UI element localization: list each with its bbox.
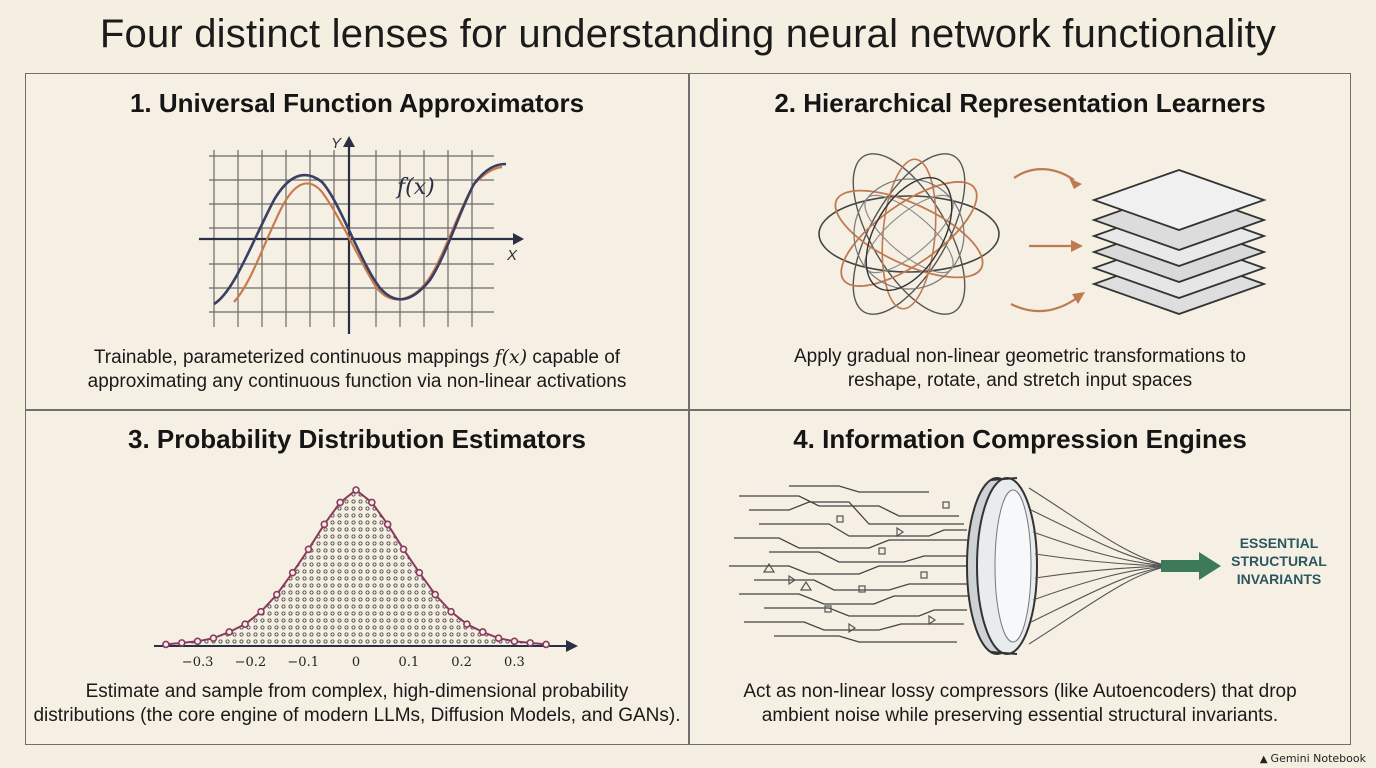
panel-function-approximators: 1. Universal Function Approximators Y X [26,74,688,409]
page-title: Four distinct lenses for understanding n… [99,12,1277,56]
distribution-point [336,498,344,507]
panel-3-description: Estimate and sample from complex, high-d… [26,680,688,728]
distribution-point [209,634,218,642]
distribution-x-axis-arrow-icon [566,640,578,652]
distribution-point [368,498,376,507]
distribution-point [352,486,360,494]
x-tick-label: −0.3 [182,655,214,670]
distribution-point [241,620,249,628]
stacked-layers-icon [1091,169,1267,315]
x-tick-label: 0.1 [398,655,419,670]
panel-1-desc-text-end: capable of [527,347,621,368]
distribution-point [447,607,455,616]
distribution-point [463,620,471,628]
function-graph: Y X f(x) [199,135,524,334]
x-tick-label: 0.2 [451,655,472,670]
x-axis-arrow-icon [513,233,524,245]
panel-2-desc-line1: Apply gradual non-linear geometric trans… [793,346,1246,367]
transform-arrows [1010,168,1078,313]
compression-illustration: ESSENTIAL STRUCTURAL INVARIANTS [729,477,1327,655]
noisy-input-lines [729,485,969,643]
grid-divider-horizontal [26,409,1350,411]
target-curve [213,162,507,306]
x-tick-label: 0 [352,655,360,670]
panel-4-description: Act as non-linear lossy compressors (lik… [689,680,1351,728]
x-axis-label: X [506,247,518,264]
invariants-label-line2: STRUCTURAL [1231,553,1327,569]
compressed-beam-lines [1028,487,1170,645]
manifold-illustration [818,153,1267,315]
distribution-point [383,520,392,529]
distribution-point [177,639,186,647]
distribution-point [415,568,424,577]
distribution-point [478,628,487,636]
distribution-area [165,490,547,646]
distribution-point [510,637,519,646]
distribution-point [273,590,281,599]
distribution-point [542,640,550,649]
y-axis-label: Y [331,135,342,152]
arrow-head-icon [1071,240,1083,252]
panel-distribution-estimators: 3. Probability Distribution Estimators −… [26,410,688,745]
x-tick-label: −0.2 [235,655,267,670]
lens-grid: 1. Universal Function Approximators Y X [25,73,1351,745]
panel-1-desc-math: f(x) [494,346,528,368]
distribution-point [193,637,202,646]
panel-2-desc-line2: reshape, rotate, and stretch input space… [847,370,1193,391]
distribution-point [399,545,408,554]
y-axis-arrow-icon [343,136,355,147]
panel-3-title: 3. Probability Distribution Estimators [128,424,586,454]
distribution-point [304,545,313,554]
panel-3-desc-line1: Estimate and sample from complex, high-d… [85,681,629,702]
notebook-logo-icon: ▲ [1259,754,1268,765]
panel-1-desc-line2: approximating any continuous function vi… [87,371,627,392]
lens-icon [966,477,1038,655]
distribution-point [162,640,170,649]
distribution-point [526,639,535,647]
panel-representation-learners: 2. Hierarchical Representation Learners [689,74,1351,409]
noise-symbols [762,501,950,634]
panel-4-desc-line1: Act as non-linear lossy compressors (lik… [743,681,1297,702]
distribution-point [431,590,440,599]
x-tick-label: 0.3 [504,655,525,670]
curve-label: f(x) [395,175,435,200]
panel-3-desc-line2: distributions (the core engine of modern… [33,705,681,726]
distribution-point [494,634,503,642]
panel-4-desc-line2: ambient noise while preserving essential… [761,705,1279,726]
panel-1-description: Trainable, parameterized continuous mapp… [26,345,688,394]
arrow-head-icon [1072,292,1085,304]
panel-1-desc-text: Trainable, parameterized continuous mapp… [93,347,495,368]
output-arrow-icon [1161,552,1221,580]
approximation-curve [233,165,503,303]
x-tick-label: −0.1 [287,655,319,670]
distribution-point [225,628,234,636]
panel-compression-engines: 4. Information Compression Engines [689,410,1351,745]
tangled-manifold-icon [818,153,1000,315]
invariants-label-line1: ESSENTIAL [1240,535,1319,551]
panel-2-description: Apply gradual non-linear geometric trans… [689,345,1351,393]
panel-2-title: 2. Hierarchical Representation Learners [774,88,1266,118]
distribution-point [257,607,265,616]
panel-4-title: 4. Information Compression Engines [793,424,1247,454]
arrow-head-icon [1069,178,1082,189]
bell-curve-chart: −0.3 −0.2 −0.1 0 0.1 0.2 0.3 [154,486,578,670]
invariants-label-line3: INVARIANTS [1237,571,1322,587]
footer-text: Gemini Notebook [1270,752,1366,765]
distribution-point [288,568,297,577]
footer-brand: ▲Gemini Notebook [1260,752,1366,765]
distribution-point [320,520,329,529]
panel-1-title: 1. Universal Function Approximators [129,88,585,118]
